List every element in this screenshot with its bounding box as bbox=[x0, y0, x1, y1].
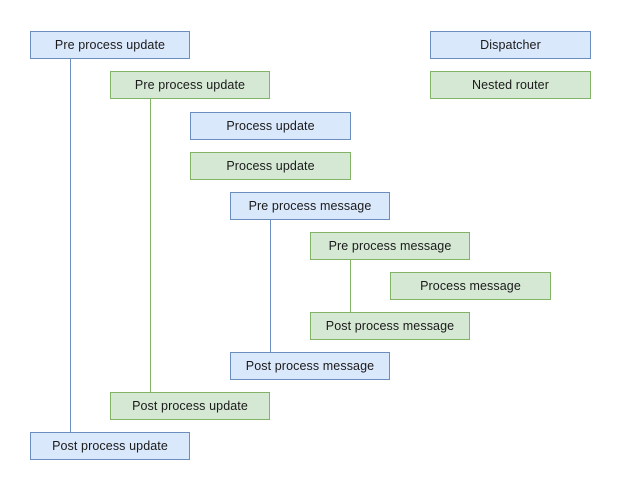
flow-node[interactable]: Post process message bbox=[230, 352, 390, 380]
connector-pre-message-dispatcher-to-post-message-dispatcher bbox=[270, 220, 271, 352]
flow-node[interactable]: Process update bbox=[190, 152, 351, 180]
flow-node-label: Post process message bbox=[325, 318, 455, 333]
flow-node[interactable]: Process update bbox=[190, 112, 351, 140]
flow-node[interactable]: Pre process message bbox=[230, 192, 390, 220]
flow-node[interactable]: Pre process update bbox=[30, 31, 190, 59]
flow-node-label: Post process update bbox=[132, 398, 248, 413]
flow-node-label: Pre process message bbox=[248, 198, 372, 213]
flow-node[interactable]: Pre process update bbox=[110, 71, 270, 99]
flow-node-label: Post process update bbox=[52, 438, 168, 453]
flow-node-label: Pre process update bbox=[134, 77, 246, 92]
flow-node[interactable]: Pre process message bbox=[310, 232, 470, 260]
flow-node-label: Pre process message bbox=[328, 238, 452, 253]
flow-node[interactable]: Process message bbox=[390, 272, 551, 300]
flow-node-label: Pre process update bbox=[54, 37, 166, 52]
flow-node[interactable]: Post process message bbox=[310, 312, 470, 340]
flow-node-label: Post process message bbox=[245, 358, 375, 373]
flow-node-label: Process message bbox=[420, 278, 521, 293]
flow-node[interactable]: Post process update bbox=[30, 432, 190, 460]
legend-item-green[interactable]: Nested router bbox=[430, 71, 591, 99]
connector-pre-message-router-to-post-message-router bbox=[350, 260, 351, 312]
flow-node[interactable]: Post process update bbox=[110, 392, 270, 420]
flow-node-label: Process update bbox=[226, 118, 315, 133]
legend-item-label: Dispatcher bbox=[480, 37, 541, 52]
connector-pre-update-router-to-post-update-router bbox=[150, 99, 151, 392]
legend-item-blue[interactable]: Dispatcher bbox=[430, 31, 591, 59]
legend-item-label: Nested router bbox=[471, 77, 550, 92]
connector-pre-update-dispatcher-to-post-update-dispatcher bbox=[70, 59, 71, 432]
flow-node-label: Process update bbox=[226, 158, 315, 173]
